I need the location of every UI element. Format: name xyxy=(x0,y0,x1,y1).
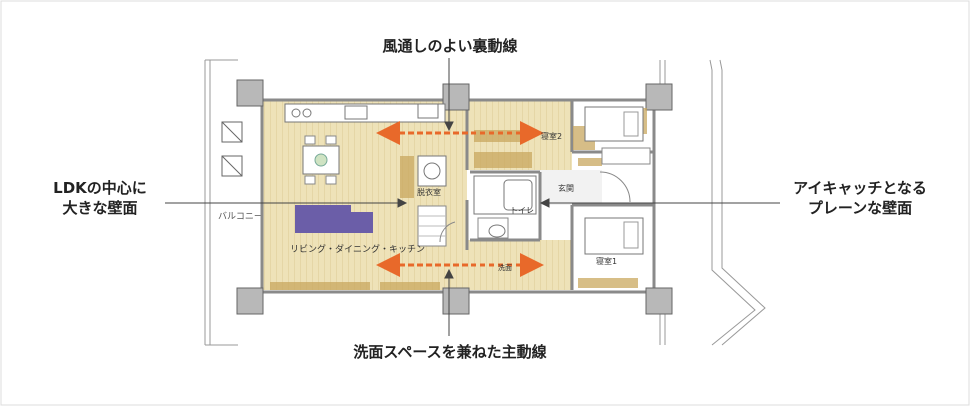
callout-top: 風通しのよい裏動線 xyxy=(382,37,518,55)
callout-right-line1: アイキャッチとなる xyxy=(793,179,927,197)
callout-bottom: 洗面スペースを兼ねた主動線 xyxy=(353,343,547,361)
callout-left-line1: LDKの中心に xyxy=(53,179,147,197)
entrance-floor xyxy=(540,170,602,205)
kitchen-counter xyxy=(284,103,446,123)
leader-lines xyxy=(165,58,780,336)
sofa xyxy=(295,205,373,233)
callout-right-line2: プレーンな壁面 xyxy=(807,199,913,217)
bed-bedroom1 xyxy=(584,217,644,255)
balcony-label: バルコニー xyxy=(218,211,263,222)
columns xyxy=(236,79,673,315)
callout-left-line2: 大きな壁面 xyxy=(62,199,138,217)
dressing-label: 脱衣室 xyxy=(417,187,441,197)
callout-right: アイキャッチとなる プレーンな壁面 xyxy=(780,178,940,218)
ldk-floor xyxy=(262,100,467,290)
ldk-label: リビング・ダイニング・キッチン xyxy=(290,243,425,255)
toilet-label: トイレ xyxy=(510,206,534,215)
dining-table xyxy=(302,135,340,185)
entrance-label: 玄関 xyxy=(558,183,574,193)
callout-left: LDKの中心に 大きな壁面 xyxy=(40,178,160,218)
bathroom xyxy=(473,175,537,239)
bedroom1-label: 寝室1 xyxy=(596,256,617,266)
balcony: バルコニー xyxy=(204,59,263,346)
flow-arrows xyxy=(376,121,544,277)
washroom-label: 洗面 xyxy=(498,263,512,272)
furniture xyxy=(270,108,647,290)
doors xyxy=(439,147,651,243)
dressing-fixtures xyxy=(417,155,447,247)
exterior-right xyxy=(659,59,766,346)
bed-bedroom2 xyxy=(584,106,644,142)
bedroom2-label: 寝室2 xyxy=(541,131,562,141)
